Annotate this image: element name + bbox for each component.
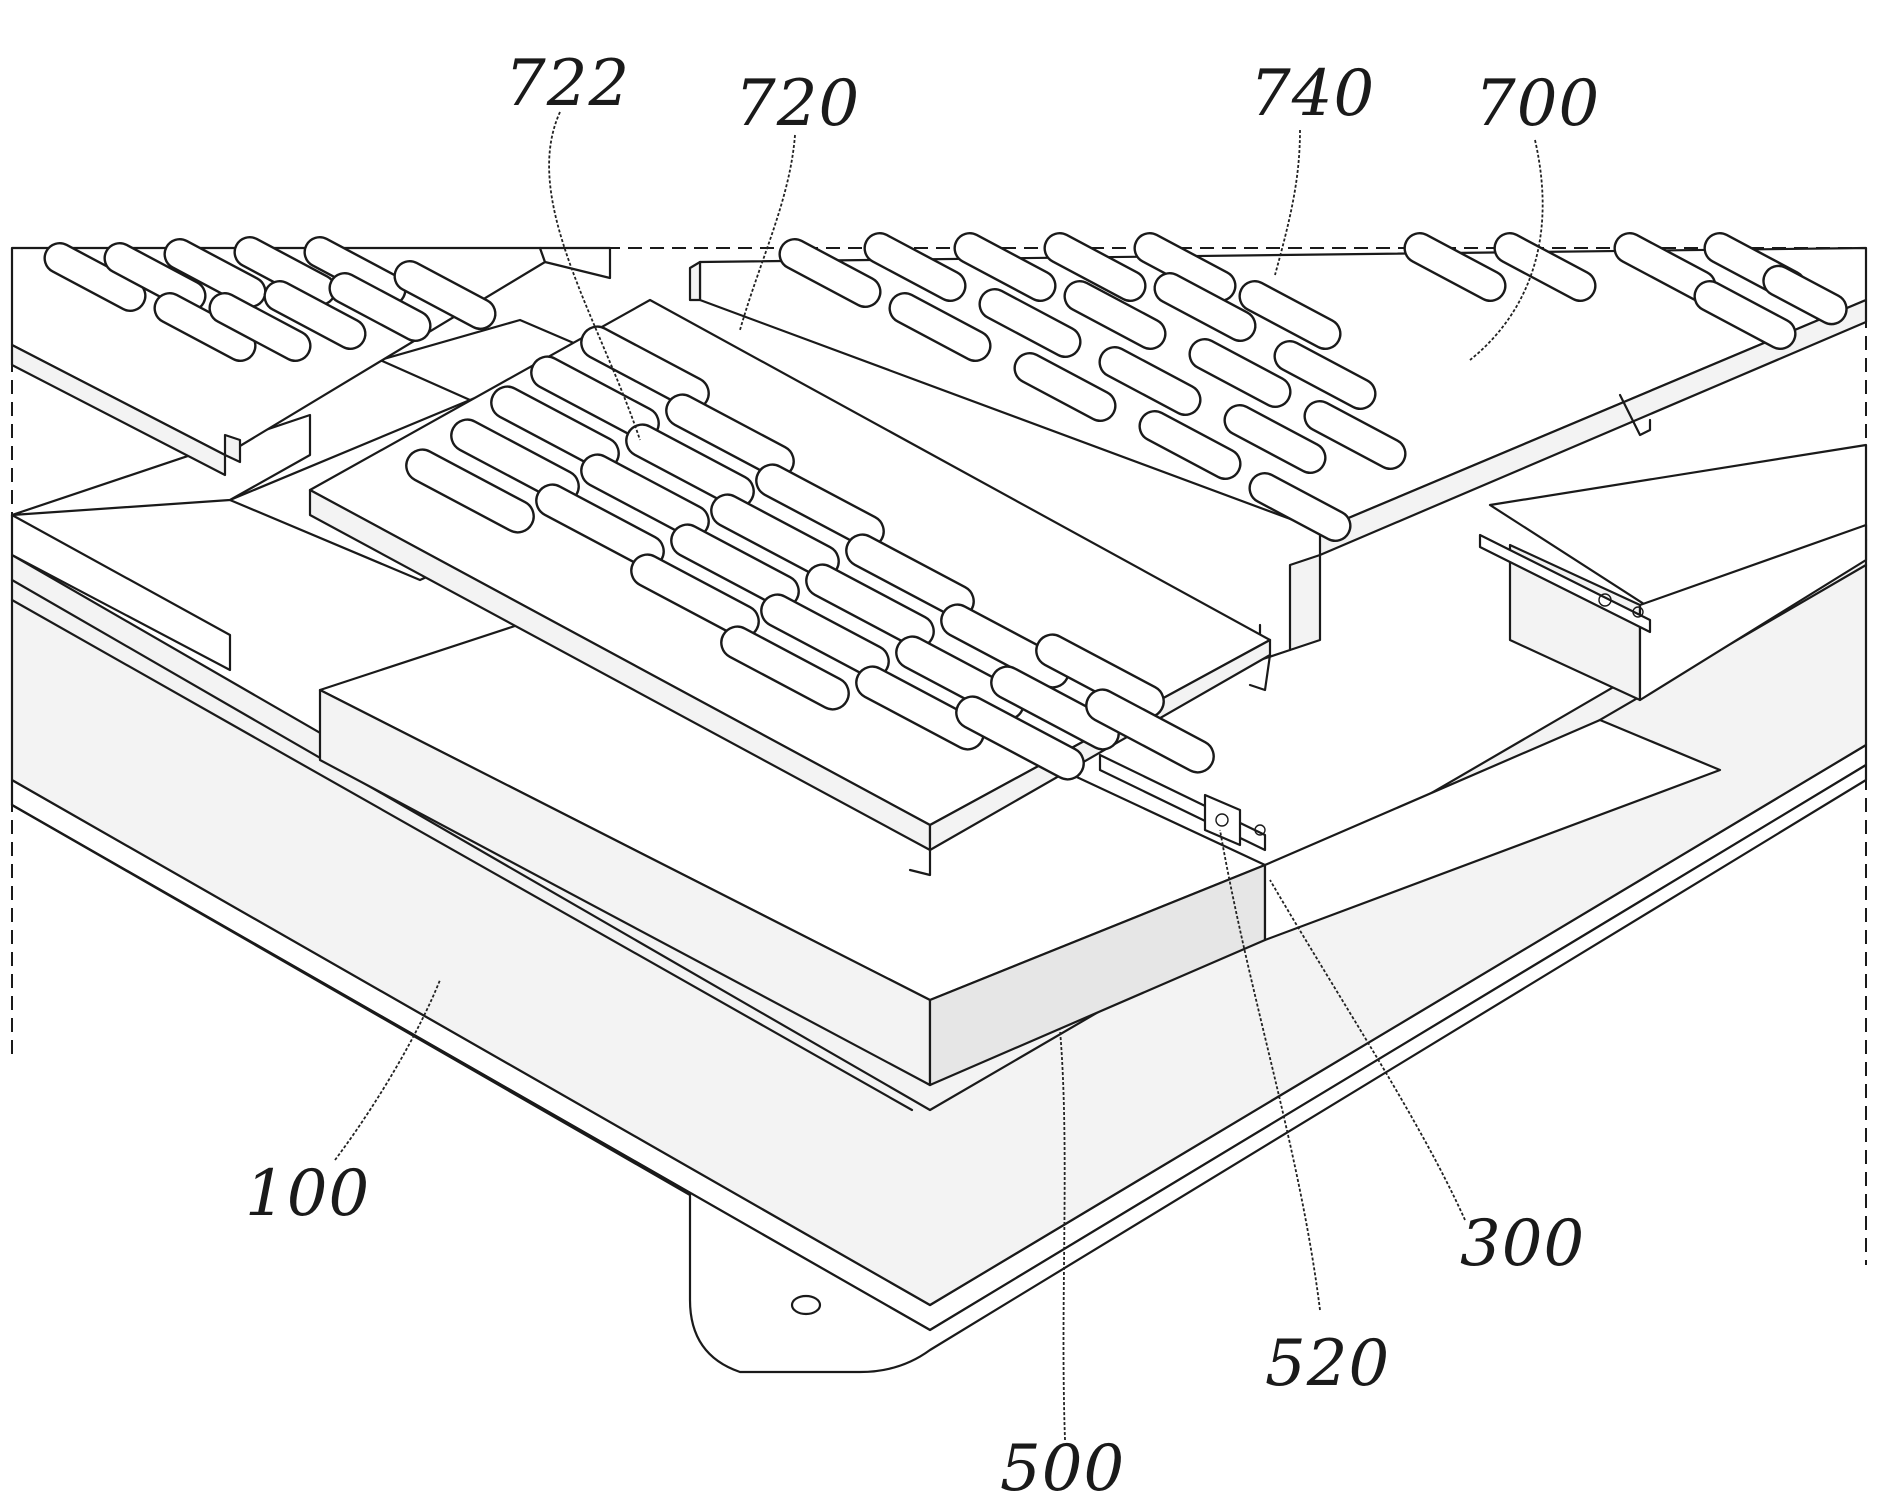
- label-520: 520: [1265, 1327, 1390, 1401]
- label-722: 722: [505, 47, 630, 121]
- label-740: 740: [1250, 57, 1375, 131]
- label-500: 500: [1000, 1432, 1125, 1493]
- label-700: 700: [1475, 67, 1600, 141]
- label-100: 100: [245, 1157, 370, 1231]
- label-300: 300: [1460, 1207, 1585, 1281]
- label-720: 720: [735, 67, 860, 141]
